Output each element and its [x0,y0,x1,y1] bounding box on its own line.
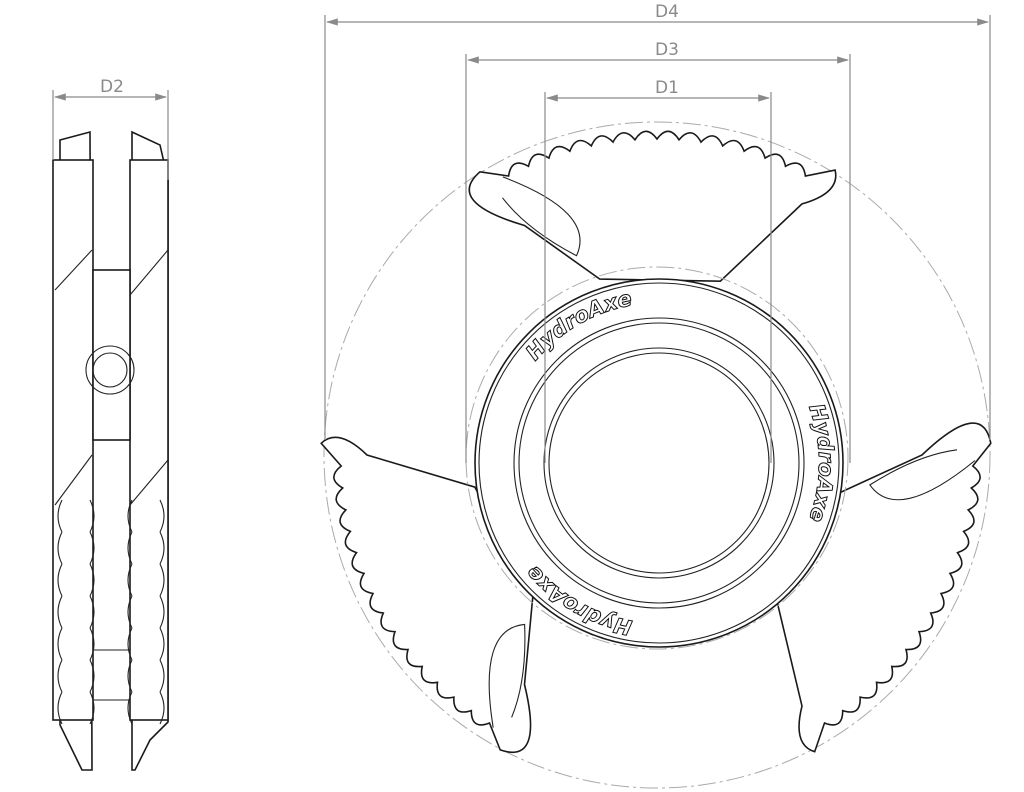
side-tooth [127,627,165,661]
hub-outer [474,278,844,648]
side-teeth [57,499,165,725]
side-tooth [57,595,95,629]
blade-scoop [488,623,526,728]
dimension-d1: D1 [544,78,772,463]
side-hole [85,345,135,395]
side-tooth [57,627,95,661]
side-tooth [127,595,165,629]
side-tooth [127,531,165,565]
blade-scoop [502,176,581,257]
hub-centerline-circle [465,266,849,650]
side-tooth [57,563,95,597]
hub-inner-ring [513,317,805,609]
front-view: HydroAxe HydroAxe HydroAxe [320,121,992,789]
side-tooth [57,499,95,533]
dimension-d4: D4 [324,2,991,440]
side-tooth [127,659,165,693]
blade [468,130,837,283]
dimension-label-d4: D4 [655,2,679,22]
side-tooth [127,499,165,533]
blade [320,436,535,754]
side-tooth [127,691,165,725]
side-view [52,130,169,771]
dimension-label-d3: D3 [655,40,679,60]
side-tooth [57,691,95,725]
bore [543,347,775,579]
blades [320,130,992,754]
dimension-d3: D3 [465,40,851,463]
outer-centerline-circle [323,121,991,789]
dimension-label-d1: D1 [655,78,679,98]
blade-scoop [869,449,976,501]
blade [775,422,992,753]
side-tooth [57,531,95,565]
side-tooth [127,563,165,597]
dimension-d2: D2 [52,77,169,180]
dimension-label-d2: D2 [100,77,124,97]
side-tooth [57,659,95,693]
side-hole-inner [92,352,128,388]
